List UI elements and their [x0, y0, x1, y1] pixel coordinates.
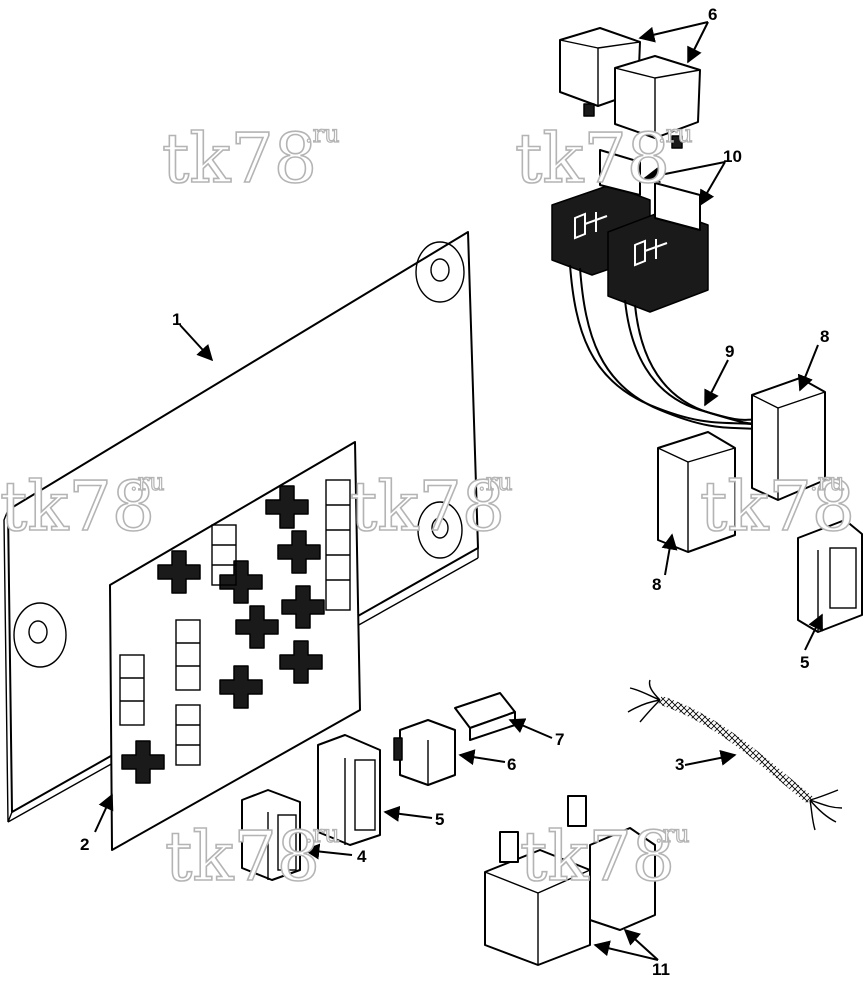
relay-pair-bottom: [484, 795, 656, 966]
watermark-suffix-mid-left: .ru: [130, 468, 165, 496]
callout-9: 9: [725, 342, 734, 361]
watermark-bottom-right: tk78: [520, 818, 675, 897]
relay-board: [109, 441, 361, 851]
relay-socket-pair: [551, 149, 709, 313]
watermark-mid-right: tk78: [700, 468, 855, 547]
blade-fuse: [454, 692, 516, 741]
connector-center: [317, 734, 381, 846]
callout-6-center: 6: [507, 755, 516, 774]
watermark-top-left: tk78: [162, 120, 317, 199]
callout-5-right: 5: [800, 653, 809, 672]
connector-small: [241, 789, 301, 881]
watermark-suffix-bottom-left: .ru: [305, 820, 340, 848]
relay-pair-top: [559, 27, 701, 149]
callout-8-top: 8: [820, 327, 829, 346]
watermark-group: tk78 .ru tk78 .ru tk78 .ru tk78 .ru tk78…: [0, 119, 856, 898]
connector-mid-right: [657, 431, 736, 553]
callout-5-center: 5: [435, 810, 444, 829]
callout-4: 4: [357, 847, 367, 866]
callout-8-mid: 8: [652, 575, 661, 594]
braided-wire: [627, 679, 843, 831]
callout-2: 2: [80, 835, 89, 854]
relay-socket-cross: [121, 485, 325, 784]
callout-labels: 1 2 3 4 5 5 6 6 7 8 8 9 10 11: [80, 5, 829, 979]
callout-1: 1: [172, 310, 181, 329]
callout-10: 10: [723, 147, 742, 166]
leader-lines: [94, 21, 823, 961]
watermark-suffix-bottom-right: .ru: [655, 820, 690, 848]
watermark-suffix-mid-center: .ru: [478, 468, 513, 496]
callout-11: 11: [652, 960, 670, 979]
callout-3: 3: [675, 755, 684, 774]
watermark-mid-center: tk78: [350, 468, 505, 547]
watermark-bottom-left: tk78: [165, 818, 320, 897]
watermark-suffix-top-left: .ru: [305, 120, 340, 148]
callout-6-top: 6: [708, 5, 717, 24]
watermark-suffix-top-right: .ru: [658, 120, 693, 148]
fuse-holder-rows: [119, 479, 351, 766]
mounting-hole-left: [13, 602, 67, 668]
watermark-mid-left: tk78: [0, 468, 155, 547]
mounting-hole-top-right: [415, 241, 465, 303]
relay-small: [393, 719, 456, 786]
callout-7: 7: [555, 730, 564, 749]
watermark-suffix-mid-right: .ru: [810, 468, 845, 496]
mounting-hole-mid-right: [417, 501, 463, 559]
connector-lower-right: [797, 519, 863, 633]
watermark-top-right: tk78: [515, 120, 670, 199]
